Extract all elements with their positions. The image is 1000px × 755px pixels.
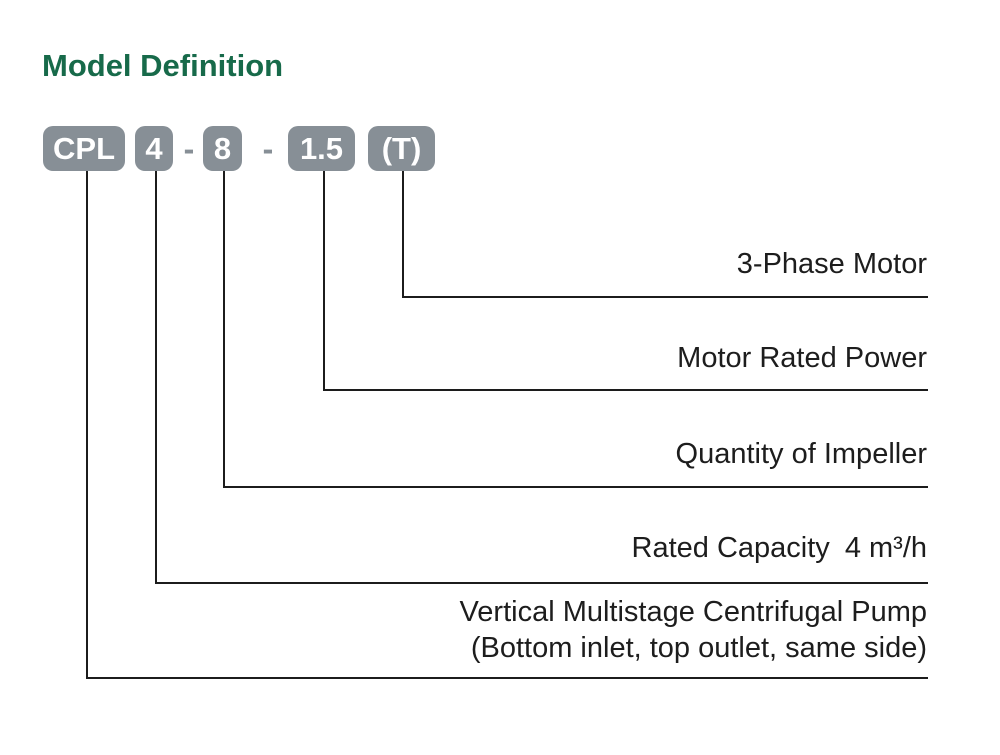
model-segment-capacity: 4 bbox=[135, 126, 173, 171]
model-segment-phase: (T) bbox=[368, 126, 435, 171]
callout-quantity-of-impeller: Quantity of Impeller bbox=[675, 438, 927, 470]
rated-capacity-label: Rated Capacity bbox=[631, 532, 830, 564]
model-segment-power: 1.5 bbox=[288, 126, 355, 171]
connector-impeller-qty bbox=[223, 171, 928, 488]
separator-dash: - bbox=[183, 130, 195, 167]
pump-type-line1: Vertical Multistage Centrifugal Pump bbox=[459, 596, 927, 628]
model-segment-series: CPL bbox=[43, 126, 125, 171]
pump-type-line2: (Bottom inlet, top outlet, same side) bbox=[470, 632, 927, 664]
callout-rated-capacity: Rated Capacity 4 m³/h bbox=[632, 531, 927, 566]
connector-rated-power bbox=[323, 171, 928, 391]
callout-motor-rated-power: Motor Rated Power bbox=[677, 342, 927, 374]
page-title: Model Definition bbox=[42, 48, 284, 83]
connector-pump-type bbox=[86, 171, 928, 679]
callout-pump-type: Vertical Multistage Centrifugal Pump (Bo… bbox=[460, 594, 927, 666]
connector-phase-motor bbox=[402, 171, 928, 298]
callout-3-phase-motor: 3-Phase Motor bbox=[736, 248, 927, 280]
separator-dash: - bbox=[262, 130, 274, 167]
connector-capacity bbox=[155, 171, 928, 584]
rated-capacity-value: 4 m³/h bbox=[844, 532, 927, 564]
model-segment-impellers: 8 bbox=[203, 126, 242, 171]
